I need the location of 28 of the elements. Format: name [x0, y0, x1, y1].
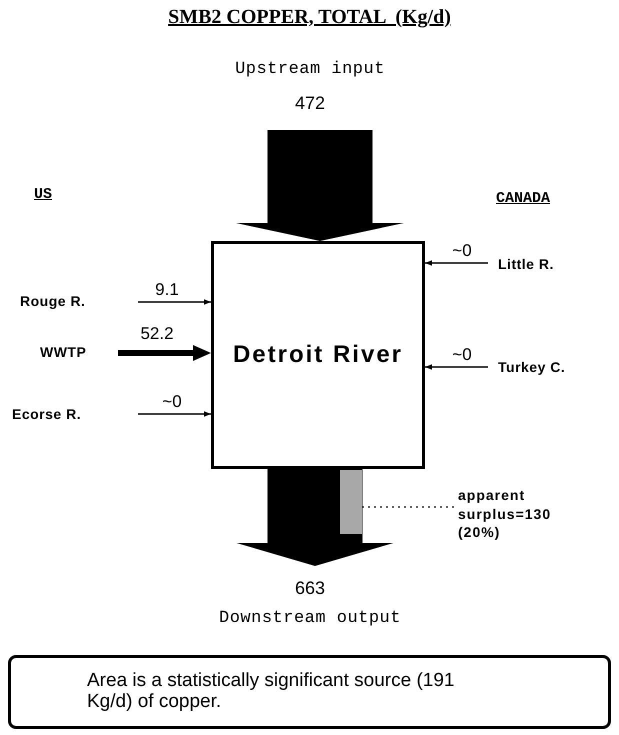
title: SMB2 COPPER, TOTAL (Kg/d): [167, 6, 452, 29]
country-label: CANADA: [496, 190, 550, 207]
block-arrow: [118, 345, 211, 361]
arrow: [425, 260, 488, 266]
arrow: [138, 299, 211, 305]
edge-label: ~0: [451, 346, 473, 363]
note-box: Area is a statistically significant source (191 Kg/d) of copper.: [8, 655, 611, 729]
edge-label: ~0: [451, 242, 473, 259]
block-arrow: [236, 130, 404, 241]
source-label: Ecorse R.: [12, 404, 124, 424]
annotation-text: apparent surplus=130 (20%): [458, 476, 588, 552]
arrow: [138, 411, 211, 417]
caption-text: Upstream input: [235, 60, 385, 79]
river-box: Detroit River: [211, 241, 425, 469]
country-label: US: [34, 186, 52, 203]
source-label: Turkey C.: [498, 357, 616, 377]
source-label: Little R.: [498, 254, 608, 274]
edge-label: 9.1: [154, 281, 180, 298]
arrow: [425, 364, 488, 370]
edge-label: 52.2: [139, 325, 175, 342]
source-label: WWTP: [40, 342, 112, 362]
value-text: 663: [294, 578, 326, 599]
value-text: 472: [294, 93, 326, 114]
caption-text: Downstream output: [219, 609, 401, 628]
edge-label: ~0: [161, 393, 183, 410]
source-label: Rouge R.: [20, 291, 126, 311]
leader-line: [362, 506, 454, 508]
surplus-strip: [340, 470, 362, 534]
